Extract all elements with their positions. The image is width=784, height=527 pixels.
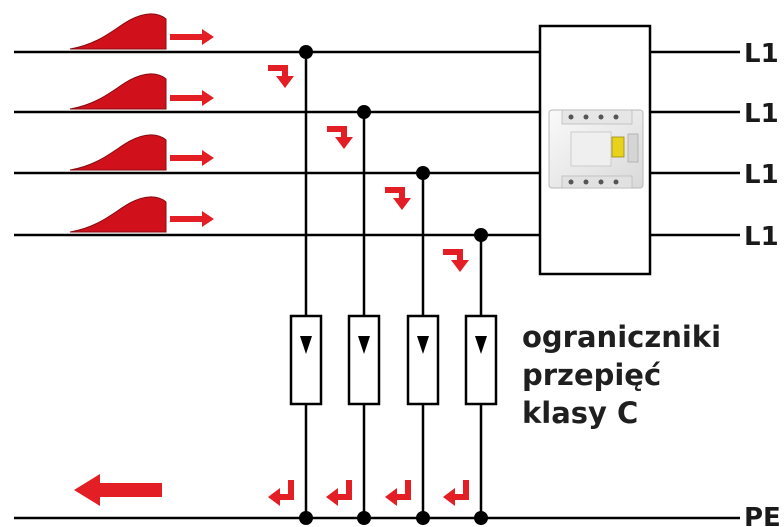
junction-dot bbox=[299, 45, 313, 59]
junction-dot bbox=[474, 511, 488, 525]
arrester-1 bbox=[289, 314, 323, 406]
arrester-3 bbox=[406, 314, 440, 406]
surge-wave-icon bbox=[69, 13, 167, 50]
bent-down-arrow-icon bbox=[443, 249, 469, 272]
line-label-3: L1 bbox=[744, 160, 779, 190]
phase-wires bbox=[14, 50, 740, 520]
arrester-4 bbox=[464, 314, 498, 406]
arrester-2-arrow-icon bbox=[358, 336, 370, 354]
bent-left-arrow-icon bbox=[385, 480, 411, 506]
junction-dot bbox=[416, 166, 430, 180]
rcd-block bbox=[538, 24, 652, 276]
junction-dots bbox=[299, 45, 488, 525]
line-label-1: L1 bbox=[744, 39, 779, 69]
bent-left-arrow-icon bbox=[443, 480, 469, 506]
arrester-2 bbox=[347, 314, 381, 406]
arrester-bodies bbox=[289, 314, 498, 406]
junction-dot bbox=[357, 105, 371, 119]
arrester-3-arrow-icon bbox=[417, 336, 429, 354]
right-arrow-icon bbox=[170, 211, 214, 227]
bent-left-arrow-icon bbox=[268, 480, 294, 506]
rcd-device-icon bbox=[548, 109, 644, 189]
bent-left-arrow-icon bbox=[326, 480, 352, 506]
surge-wave-icon bbox=[69, 196, 167, 233]
surge-wave-icon bbox=[69, 73, 167, 110]
pe-label: PE bbox=[744, 503, 781, 527]
surge-waves bbox=[69, 13, 167, 233]
right-arrow-icon bbox=[170, 90, 214, 106]
line-label-4: L1 bbox=[744, 222, 779, 252]
line-labels: L1 L1 L1 L1 PE bbox=[744, 39, 781, 527]
arrester-1-arrow-icon bbox=[300, 336, 312, 354]
junction-dot bbox=[474, 228, 488, 242]
surge-arresters bbox=[304, 52, 483, 518]
junction-dot bbox=[357, 511, 371, 525]
arrester-arrows bbox=[300, 336, 487, 354]
caption-line-1: ograniczniki bbox=[522, 320, 722, 354]
right-arrow-icon bbox=[170, 150, 214, 166]
bent-down-arrow-icon bbox=[385, 187, 411, 210]
arrester-caption: ograniczniki przepięć klasy C bbox=[522, 318, 721, 432]
discharge-arrows-top bbox=[268, 65, 469, 272]
arrester-4-arrow-icon bbox=[475, 336, 487, 354]
discharge-arrows-bottom bbox=[268, 480, 469, 506]
right-arrow-icon bbox=[170, 29, 214, 45]
left-arrow-icon bbox=[74, 474, 162, 506]
bent-down-arrow-icon bbox=[327, 126, 353, 149]
surge-wave-icon bbox=[69, 134, 167, 171]
caption-line-2: przepięć bbox=[522, 358, 662, 392]
line-label-2: L1 bbox=[744, 99, 779, 129]
junction-dot bbox=[299, 511, 313, 525]
bent-down-arrow-icon bbox=[268, 65, 294, 88]
current-arrows bbox=[170, 29, 214, 227]
caption-line-3: klasy C bbox=[522, 396, 639, 430]
junction-dot bbox=[416, 511, 430, 525]
